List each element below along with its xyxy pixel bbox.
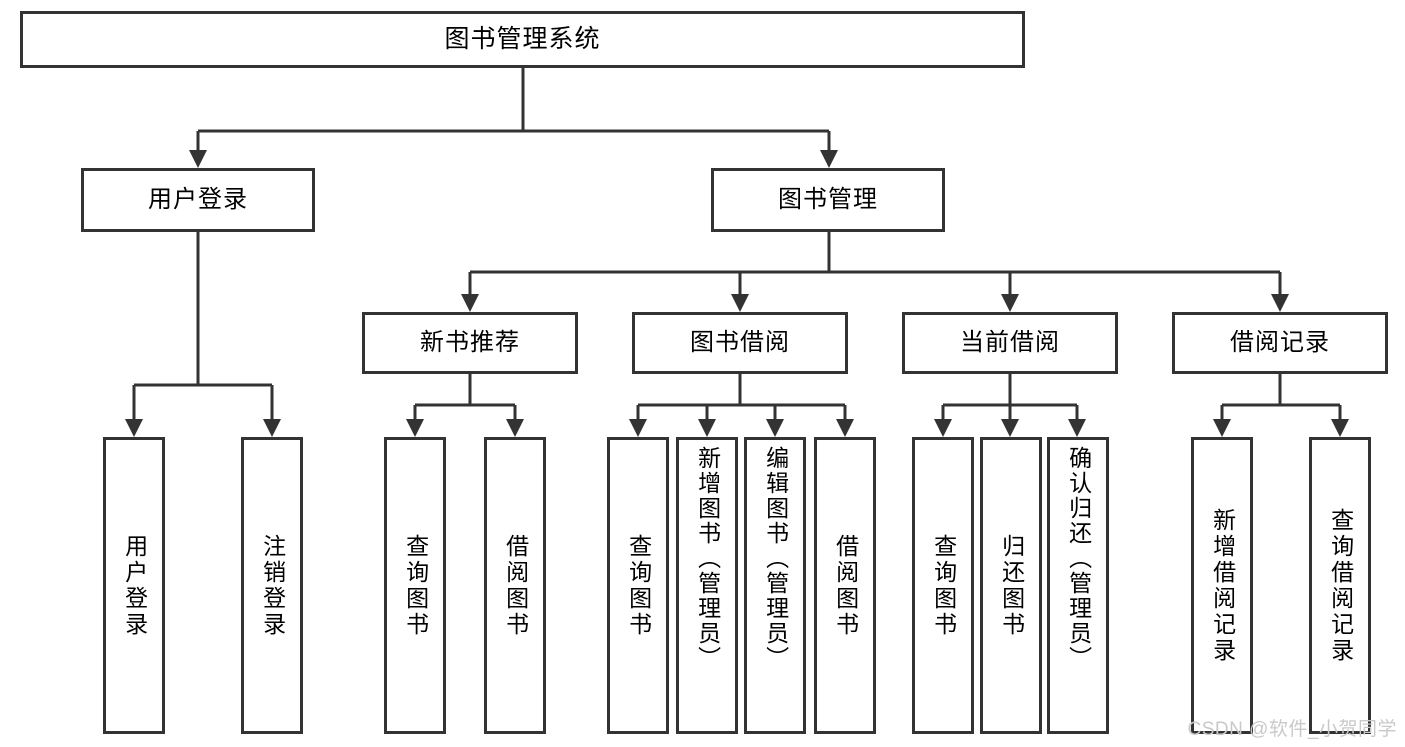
- leaf-borrow-record-add-record[interactable]: 新增借阅记录: [1191, 437, 1253, 734]
- leaf-current-borrow-return-book[interactable]: 归还图书: [980, 437, 1042, 734]
- leaf-label: 查询图书: [402, 533, 429, 638]
- node-root-book-management-system[interactable]: 图书管理系统: [20, 11, 1025, 68]
- leaf-label: 查询图书: [930, 533, 957, 638]
- leaf-label: 查询图书: [625, 533, 652, 638]
- leaf-book-borrow-edit-book-admin[interactable]: 编辑图书（管理员）: [744, 437, 806, 734]
- leaf-label: 编辑图书（管理员）: [762, 446, 789, 671]
- node-book-borrow[interactable]: 图书借阅: [632, 312, 848, 374]
- node-borrow-record[interactable]: 借阅记录: [1172, 312, 1388, 374]
- csdn-watermark: CSDN @软件_小贺同学: [1187, 719, 1397, 740]
- leaf-new-book-borrow-book[interactable]: 借阅图书: [484, 437, 546, 734]
- leaf-borrow-record-query-record[interactable]: 查询借阅记录: [1309, 437, 1371, 734]
- leaf-user-login-logout[interactable]: 注销登录: [241, 437, 303, 734]
- leaf-book-borrow-add-book-admin[interactable]: 新增图书（管理员）: [676, 437, 738, 734]
- leaf-current-borrow-query-book[interactable]: 查询图书: [912, 437, 974, 734]
- leaf-label: 注销登录: [259, 533, 286, 638]
- leaf-label: 归还图书: [998, 533, 1025, 638]
- leaf-label: 确认归还（管理员）: [1065, 446, 1092, 671]
- node-new-book-recommend[interactable]: 新书推荐: [362, 312, 578, 374]
- leaf-label: 新增借阅记录: [1209, 507, 1236, 664]
- leaf-new-book-query-book[interactable]: 查询图书: [384, 437, 446, 734]
- leaf-label: 用户登录: [121, 533, 148, 638]
- leaf-label: 查询借阅记录: [1327, 507, 1354, 664]
- leaf-label: 借阅图书: [502, 533, 529, 638]
- node-book-management[interactable]: 图书管理: [711, 168, 945, 232]
- node-current-borrow[interactable]: 当前借阅: [902, 312, 1118, 374]
- leaf-label: 借阅图书: [832, 533, 859, 638]
- leaf-user-login-login[interactable]: 用户登录: [103, 437, 165, 734]
- leaf-current-borrow-confirm-return-admin[interactable]: 确认归还（管理员）: [1047, 437, 1109, 734]
- node-user-login[interactable]: 用户登录: [81, 168, 315, 232]
- leaf-book-borrow-query-book[interactable]: 查询图书: [607, 437, 669, 734]
- leaf-label: 新增图书（管理员）: [694, 446, 721, 671]
- leaf-book-borrow-borrow-book[interactable]: 借阅图书: [814, 437, 876, 734]
